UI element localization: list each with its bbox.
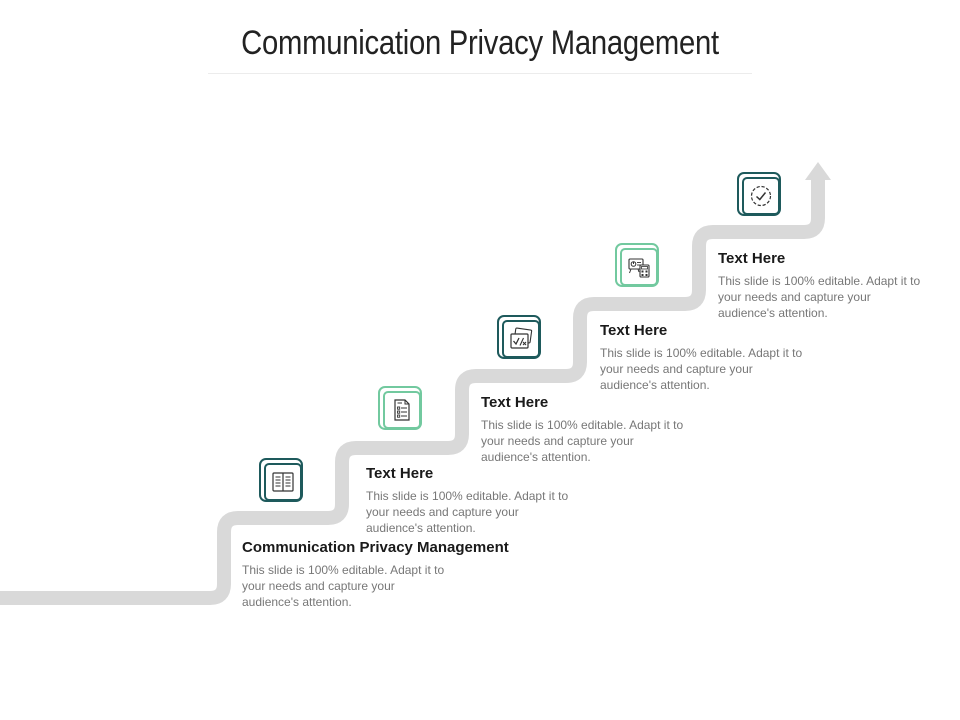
step-5-heading: Text Here (718, 250, 786, 267)
step-4-heading: Text Here (600, 322, 668, 339)
step-4: Text Here This slide is 100% editable. A… (600, 322, 805, 393)
step-2: Text Here This slide is 100% editable. A… (366, 465, 571, 536)
step-2-body: This slide is 100% editable. Adapt it to… (366, 489, 569, 535)
step-3-icon-box (497, 315, 541, 359)
book-icon (272, 472, 294, 492)
step-3: Text Here This slide is 100% editable. A… (481, 394, 686, 465)
step-2-heading: Text Here (366, 465, 434, 482)
step-4-body: This slide is 100% editable. Adapt it to… (600, 346, 803, 392)
step-4-icon-box (615, 243, 659, 287)
step-1-heading: Communication Privacy Management (242, 539, 509, 556)
step-5: Text Here This slide is 100% editable. A… (718, 250, 923, 321)
step-5-body: This slide is 100% editable. Adapt it to… (718, 274, 921, 320)
step-1-icon-box (259, 458, 303, 502)
staircase-arrowhead (805, 162, 831, 180)
step-2-icon-box (378, 386, 422, 430)
title-divider (208, 73, 752, 74)
check-circle-icon (750, 185, 772, 207)
step-3-heading: Text Here (481, 394, 549, 411)
checklist-document-icon (394, 399, 410, 421)
step-1-body: This slide is 100% editable. Adapt it to… (242, 563, 445, 609)
step-3-body: This slide is 100% editable. Adapt it to… (481, 418, 684, 464)
presentation-calculator-icon (628, 258, 650, 278)
step-5-icon-box (737, 172, 781, 216)
staircase-path (0, 178, 825, 605)
page-title: Communication Privacy Management (241, 24, 719, 62)
checkbox-form-icon (510, 327, 533, 349)
step-1: Communication Privacy Management This sl… (242, 539, 509, 610)
